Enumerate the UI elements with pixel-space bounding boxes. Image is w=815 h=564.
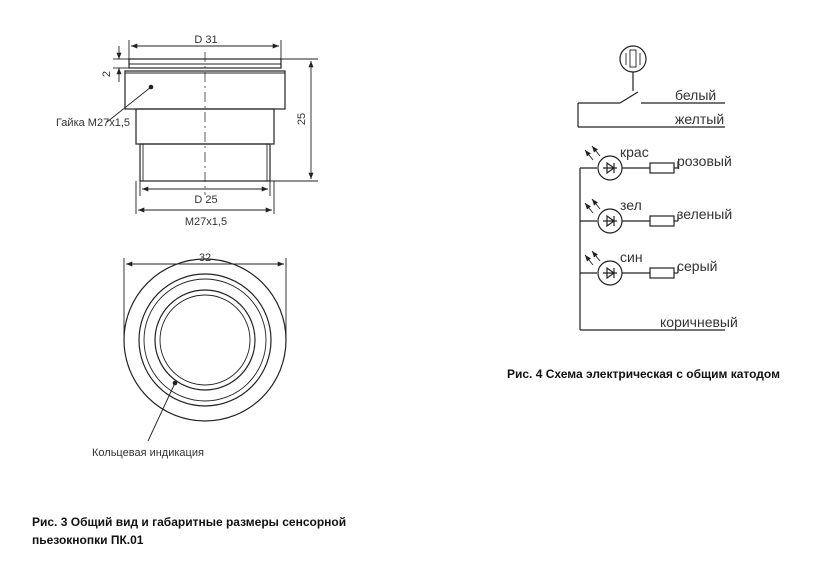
wire-label-brown: коричневый <box>660 314 738 330</box>
fig4-caption: Рис. 4 Схема электрическая с общим катод… <box>507 367 780 381</box>
fig3-caption-line2: пьезокнопки ПК.01 <box>32 533 144 547</box>
outer-ring <box>123 258 287 422</box>
resistor-red <box>649 162 675 174</box>
led-label-green: зел <box>620 197 642 213</box>
side-dimensions <box>106 40 318 214</box>
resistor-blue <box>649 267 675 279</box>
led-label-blue: син <box>620 249 643 265</box>
dim-gap-label: 2 <box>101 71 113 77</box>
wire-label-gray: серый <box>677 258 717 274</box>
led-label-red: крас <box>620 144 649 160</box>
dim-width-label: 32 <box>199 252 211 264</box>
switch-contact <box>619 91 639 104</box>
dim-top-label: D 31 <box>194 34 217 46</box>
dim-height-label: 25 <box>296 113 308 125</box>
middle-ring <box>138 273 272 407</box>
wire-label-yellow: желтый <box>675 111 724 127</box>
resistor-green <box>649 215 675 227</box>
wire-label-pink: розовый <box>677 153 732 169</box>
nut-label: Гайка M27x1,5 <box>56 117 130 129</box>
led-row-red <box>580 145 679 181</box>
button-top-view <box>123 258 287 442</box>
button-face <box>159 294 251 386</box>
led-row-green <box>580 198 679 234</box>
ring-label: Кольцевая индикация <box>92 447 204 459</box>
wire-label-green: зеленый <box>677 206 732 222</box>
button-side-view <box>124 52 286 195</box>
inner-ring <box>154 289 256 391</box>
dim-thread-label: M27x1,5 <box>185 216 227 228</box>
indication-ring <box>143 278 267 402</box>
fig3-caption-line1: Рис. 3 Общий вид и габаритные размеры се… <box>32 515 347 529</box>
led-row-blue <box>580 250 679 286</box>
dim-inner-label: D 25 <box>194 194 217 206</box>
schematic <box>577 45 725 331</box>
wire-label-white: белый <box>675 87 716 103</box>
